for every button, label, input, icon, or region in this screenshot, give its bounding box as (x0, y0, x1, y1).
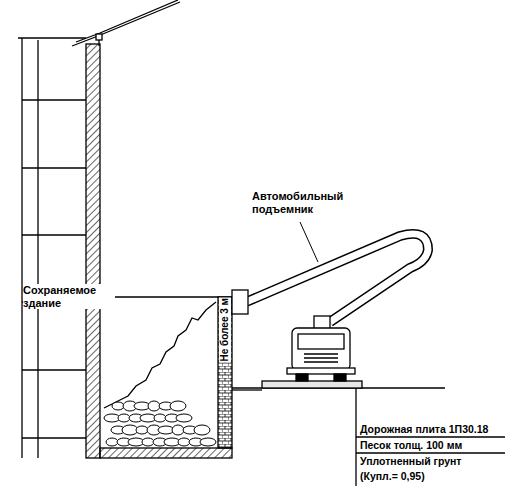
stone (172, 425, 184, 435)
layer-label: Песок толщ. 100 мм (360, 439, 462, 451)
stone (106, 438, 118, 446)
layer-label: Уплотненный грунт (360, 455, 461, 467)
stone (112, 402, 124, 410)
stone (142, 438, 154, 446)
stone (148, 401, 160, 411)
stone (170, 401, 186, 411)
stone (118, 414, 130, 422)
stone (176, 414, 192, 422)
building (18, 0, 180, 458)
stone (200, 438, 216, 446)
stone (154, 414, 166, 422)
equipment-label: Автомобильный подъемник (252, 190, 348, 215)
building-label: Сохраняемое здание (23, 284, 115, 309)
stone (178, 438, 190, 446)
dimension-label: Не более 3 м (219, 297, 231, 362)
excavation (100, 297, 505, 486)
rubble-fill (104, 401, 216, 446)
car-lift (232, 222, 428, 381)
stone (194, 425, 210, 435)
layer-label: (Купл.= 0,95) (360, 470, 425, 482)
stone (136, 426, 148, 434)
layer-label: Дорожная плита 1П30.18 (360, 423, 488, 435)
